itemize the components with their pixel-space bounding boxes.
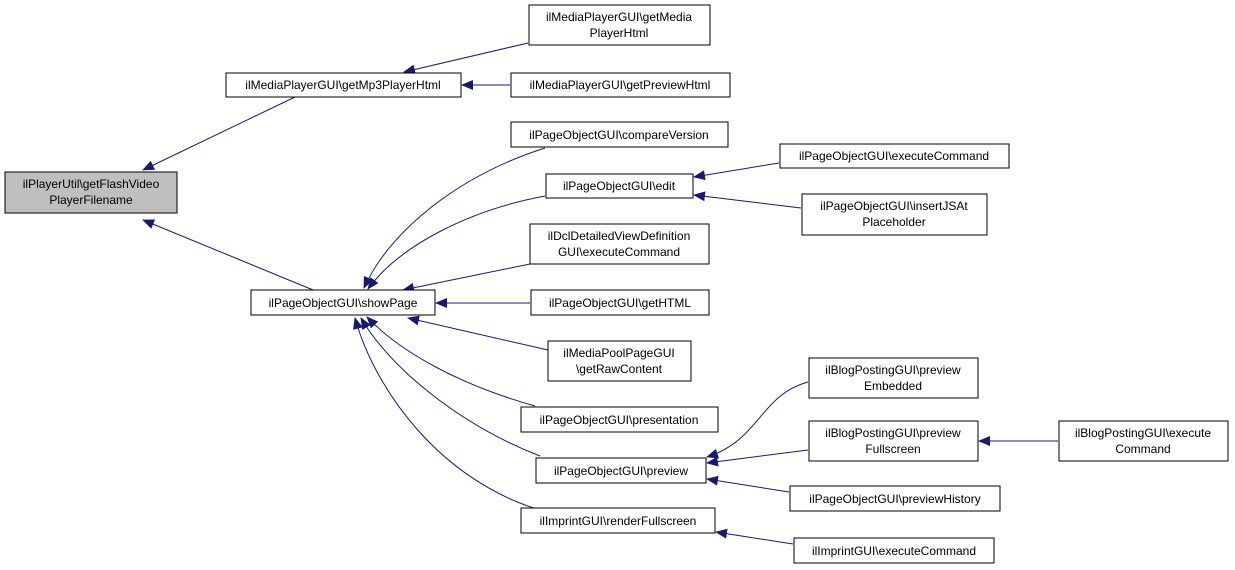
node-label: ilBlogPostingGUI\preview	[825, 363, 961, 377]
node-label: ilPlayerUtil\getFlashVideo	[23, 177, 160, 191]
edge-getmedia-to-mp3	[403, 42, 529, 75]
node-getmediaplayerhtml[interactable]: ilMediaPlayerGUI\getMedia PlayerHtml	[528, 4, 711, 46]
edge-blogemb-to-preview	[706, 381, 809, 459]
node-label: ilBlogPostingGUI\execute	[1075, 426, 1211, 440]
node-getpreviewhtml[interactable]: ilMediaPlayerGUI\getPreviewHtml	[510, 72, 731, 98]
node-label: Command	[1115, 442, 1170, 456]
node-label: ilPageObjectGUI\showPage	[269, 296, 418, 310]
edge-dcl-to-showpage	[402, 263, 531, 293]
node-label: Placeholder	[862, 215, 925, 229]
node-label: ilMediaPlayerGUI\getMedia	[546, 10, 692, 24]
node-label: ilDclDetailedViewDefinition	[548, 229, 691, 243]
node-presentation[interactable]: ilPageObjectGUI\presentation	[520, 406, 719, 433]
edge-imprintexec-to-imprint	[715, 528, 794, 545]
edge-compare-to-showpage	[363, 147, 546, 289]
edge-showpage-to-root	[142, 219, 319, 293]
edge-insertjs-to-edit	[693, 191, 802, 209]
edge-mediapool-to-showpage	[407, 315, 549, 351]
node-label: PlayerFilename	[49, 193, 133, 207]
node-getmp3playerhtml[interactable]: ilMediaPlayerGUI\getMp3PlayerHtml	[225, 72, 462, 98]
edge-presentation-to-showpage	[366, 316, 536, 407]
node-label: ilPageObjectGUI\edit	[563, 179, 676, 193]
edges	[142, 42, 1058, 545]
node-imprint-executecommand[interactable]: ilImprintGUI\executeCommand	[793, 537, 995, 564]
node-label: Fullscreen	[865, 442, 920, 456]
node-imprint-renderfullscreen[interactable]: ilImprintGUI\renderFullscreen	[520, 507, 716, 534]
node-label: ilPageObjectGUI\compareVersion	[529, 128, 708, 142]
node-label: ilPageObjectGUI\getHTML	[549, 296, 691, 310]
node-label: ilMediaPlayerGUI\getMp3PlayerHtml	[245, 78, 440, 92]
node-preview[interactable]: ilPageObjectGUI\preview	[535, 457, 707, 484]
node-insertjsatplaceholder[interactable]: ilPageObjectGUI\insertJSAt Placeholder	[801, 193, 988, 236]
node-showpage[interactable]: ilPageObjectGUI\showPage	[250, 289, 436, 316]
node-blog-previewembedded[interactable]: ilBlogPostingGUI\preview Embedded	[808, 357, 979, 399]
node-label: ilPageObjectGUI\preview	[554, 464, 688, 478]
edge-mp3-to-root	[142, 96, 296, 171]
edge-blogfull-to-preview	[706, 449, 809, 467]
node-label: ilPageObjectGUI\insertJSAt	[820, 199, 968, 213]
edge-imprint-to-showpage	[353, 317, 541, 511]
node-label: ilPageObjectGUI\previewHistory	[809, 492, 980, 506]
node-label: ilPageObjectGUI\presentation	[540, 413, 699, 427]
edge-previewhist-to-preview	[706, 475, 790, 493]
edge-preview-to-showpage	[360, 317, 541, 457]
node-label: ilMediaPoolPageGUI	[563, 346, 674, 360]
node-label: ilMediaPlayerGUI\getPreviewHtml	[530, 78, 711, 92]
node-root-getflashvideoplayerfilename[interactable]: ilPlayerUtil\getFlashVideo PlayerFilenam…	[4, 171, 178, 214]
node-mediapool-getrawcontent[interactable]: ilMediaPoolPageGUI \getRawContent	[547, 340, 692, 382]
edge-edit-to-showpage	[367, 195, 546, 290]
node-dcl-executecommand[interactable]: ilDclDetailedViewDefinition GUI\executeC…	[529, 223, 710, 265]
node-executecommand-pageobject[interactable]: ilPageObjectGUI\executeCommand	[779, 143, 1010, 169]
node-label: PlayerHtml	[590, 26, 649, 40]
node-previewhistory[interactable]: ilPageObjectGUI\previewHistory	[789, 485, 1001, 512]
node-label: ilImprintGUI\executeCommand	[812, 544, 976, 558]
node-label: ilPageObjectGUI\executeCommand	[799, 149, 989, 163]
node-blog-previewfullscreen[interactable]: ilBlogPostingGUI\preview Fullscreen	[808, 420, 979, 462]
node-label: Embedded	[864, 379, 922, 393]
node-label: ilBlogPostingGUI\preview	[825, 426, 961, 440]
node-gethtml[interactable]: ilPageObjectGUI\getHTML	[530, 289, 710, 316]
node-label: \getRawContent	[576, 362, 663, 376]
node-label: GUI\executeCommand	[558, 245, 680, 259]
node-compareversion[interactable]: ilPageObjectGUI\compareVersion	[510, 121, 729, 148]
edge-exec1-to-edit	[693, 162, 780, 181]
node-label: ilImprintGUI\renderFullscreen	[540, 514, 697, 528]
node-blog-executecommand[interactable]: ilBlogPostingGUI\execute Command	[1058, 420, 1229, 462]
node-edit[interactable]: ilPageObjectGUI\edit	[545, 173, 694, 199]
